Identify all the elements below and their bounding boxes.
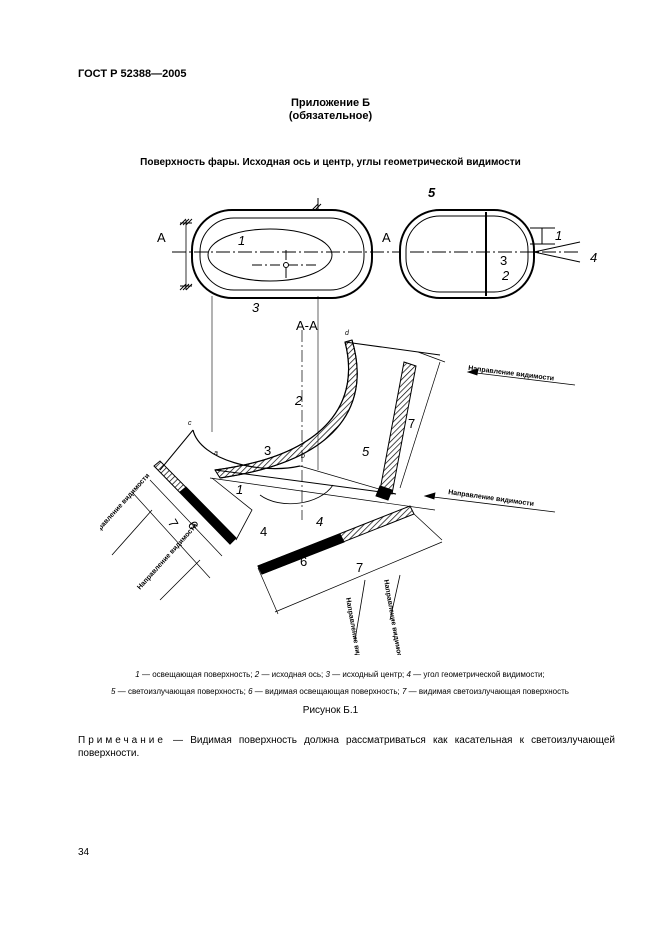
annex-status: (обязательное) <box>288 110 373 122</box>
direction-label-3: Направление видимости <box>100 472 151 541</box>
callout-1-right: 1 <box>555 228 562 243</box>
legend-text-7: — видимая светоизлучающая поверхность <box>406 687 569 696</box>
legend-text-3: — исходный центр; <box>329 670 407 679</box>
callout-2-right: 2 <box>501 268 510 283</box>
legend-num-5: 5 <box>111 687 116 696</box>
view-direction-arrows <box>111 368 576 641</box>
legend-num-4: 4 <box>406 670 411 679</box>
callout-5: 5 <box>428 185 436 200</box>
lamp-front-view-left <box>172 198 400 299</box>
point-b: b <box>301 453 305 460</box>
callout-1-section: 1 <box>236 482 243 497</box>
technical-drawing: А А А-А 1 3 5 1 3 2 4 2 3 5 1 4 4 7 6 7 … <box>100 185 597 655</box>
callout-7-left: 7 <box>165 516 182 530</box>
point-c: c <box>188 420 192 427</box>
callout-5-section: 5 <box>362 444 370 459</box>
lamp-front-view-right <box>399 209 581 299</box>
page-number: 34 <box>78 847 90 858</box>
note-text: — Видимая поверхность должна рассматрива… <box>78 735 615 759</box>
legend-text-1: — освещающая поверхность; <box>139 670 255 679</box>
callout-4-right: 4 <box>590 250 597 265</box>
legend-text-5: — светоизлучающая поверхность; <box>115 687 249 696</box>
annex-title: Приложение Б (обязательное) <box>0 97 661 123</box>
figure-heading: Поверхность фары. Исходная ось и центр, … <box>140 157 521 168</box>
callout-4-section: 4 <box>260 524 267 539</box>
callout-7-bottom: 7 <box>356 560 363 575</box>
legend-line-1: 1 — освещающая поверхность; 2 — исходная… <box>40 666 640 683</box>
direction-label-4: Направление видимости <box>136 522 199 591</box>
legend-text-4: — угол геометрической видимости; <box>410 670 545 679</box>
dimension-lines <box>131 351 446 615</box>
legend-line-2: 5 — светоизлучающая поверхность; 6 — вид… <box>40 683 640 700</box>
cut-hatch-marks <box>179 203 322 291</box>
callout-1: 1 <box>238 233 245 248</box>
direction-label-5: Направление видимости <box>344 597 366 655</box>
callout-3-section: 3 <box>264 443 271 458</box>
visible-surface-bars <box>153 361 417 575</box>
point-d: d <box>345 330 350 337</box>
legend-num-3: 3 <box>325 670 330 679</box>
callout-3: 3 <box>252 300 260 315</box>
callout-3-right: 3 <box>500 253 507 268</box>
legend-num-6: 6 <box>248 687 253 696</box>
point-a: a <box>214 450 218 457</box>
callout-6-bottom: 6 <box>300 554 307 569</box>
legend-num-1: 1 <box>135 670 140 679</box>
figure-labels: А А А-А 1 3 5 1 3 2 4 2 3 5 1 4 4 7 6 7 … <box>157 185 597 575</box>
legend-text-2: — исходная ось; <box>259 670 326 679</box>
figure-caption: Рисунок Б.1 <box>302 705 359 716</box>
point-labels: a b c d <box>188 330 350 460</box>
callout-7-vertical: 7 <box>408 416 415 431</box>
cut-label-right: А <box>382 230 391 245</box>
callout-4-section-b: 4 <box>316 514 323 529</box>
section-label: А-А <box>296 318 318 333</box>
legend-text-6: — видимая освещающая поверхность; <box>252 687 402 696</box>
annex-name: Приложение Б <box>290 97 371 109</box>
direction-labels: Направление видимости Направление видимо… <box>100 365 554 655</box>
legend-num-7: 7 <box>401 687 407 696</box>
callout-2: 2 <box>294 393 303 408</box>
note-label: Примечание <box>78 735 166 746</box>
legend-num-2: 2 <box>254 670 260 679</box>
direction-label-6: Направление видимости <box>382 579 404 655</box>
note-paragraph: Примечание — Видимая поверхность должна … <box>78 734 615 760</box>
cut-label-left: А <box>157 230 166 245</box>
direction-label-2: Направление видимости <box>448 489 535 508</box>
document-header: ГОСТ Р 52388—2005 <box>78 68 187 80</box>
figure-legend: 1 — освещающая поверхность; 2 — исходная… <box>40 666 640 700</box>
